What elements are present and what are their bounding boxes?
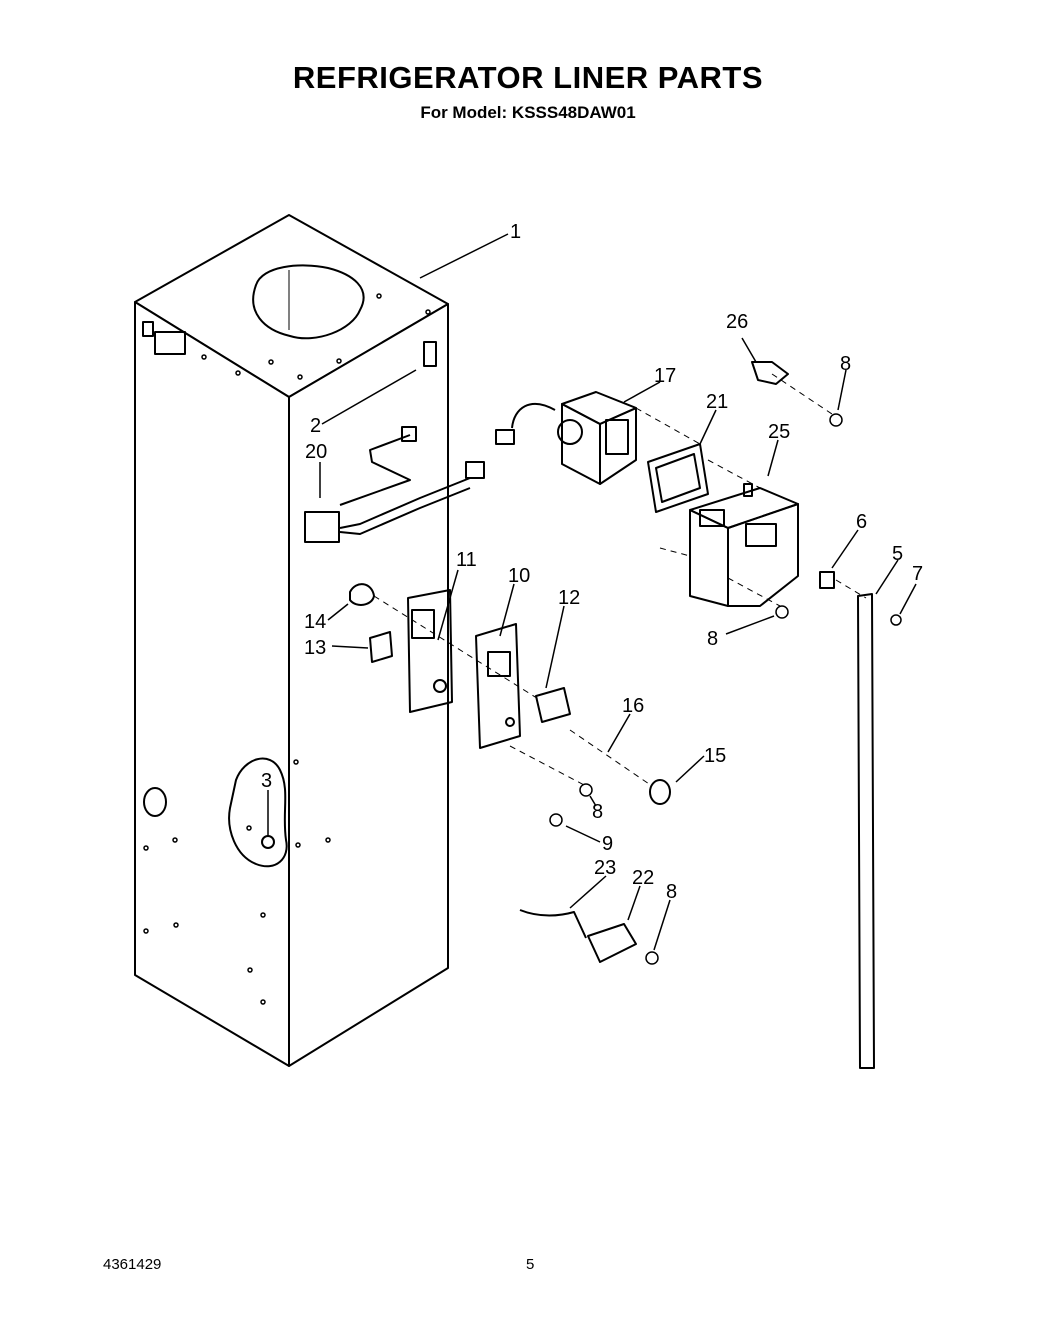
callout-3: 3 bbox=[261, 770, 272, 792]
callout-23: 23 bbox=[594, 857, 616, 879]
callout-9: 9 bbox=[602, 833, 613, 855]
model-subtitle: For Model: KSSS48DAW01 bbox=[420, 103, 636, 122]
part-5 bbox=[857, 593, 875, 1069]
callout-21: 21 bbox=[706, 391, 728, 413]
callout-1: 1 bbox=[510, 221, 521, 243]
part-13 bbox=[369, 631, 393, 663]
part-22 bbox=[587, 923, 637, 963]
callout-14: 14 bbox=[304, 611, 326, 633]
page-number: 5 bbox=[526, 1256, 535, 1273]
callout-20: 20 bbox=[305, 441, 327, 463]
callout-15: 15 bbox=[704, 745, 726, 767]
part-23 bbox=[519, 909, 587, 939]
callout-7: 7 bbox=[912, 563, 923, 585]
callout-12: 12 bbox=[558, 587, 580, 609]
callout-8-mid: 8 bbox=[707, 628, 718, 650]
callout-11: 11 bbox=[456, 549, 477, 571]
callout-17: 17 bbox=[654, 365, 676, 387]
part-6 bbox=[819, 571, 835, 589]
part-26 bbox=[751, 361, 789, 385]
part-21 bbox=[647, 443, 709, 513]
callout-8-low: 8 bbox=[592, 801, 603, 823]
part-11 bbox=[407, 589, 453, 713]
callout-5: 5 bbox=[892, 543, 903, 565]
leader-arrows bbox=[267, 233, 917, 951]
callout-13: 13 bbox=[304, 637, 326, 659]
callout-22: 22 bbox=[632, 867, 654, 889]
part-12 bbox=[535, 687, 571, 723]
callout-25: 25 bbox=[768, 421, 790, 443]
wire-harness bbox=[304, 426, 485, 543]
part-15 bbox=[649, 779, 671, 805]
page-title: REFRIGERATOR LINER PARTS bbox=[292, 60, 764, 95]
callout-10: 10 bbox=[508, 565, 530, 587]
callout-26: 26 bbox=[726, 311, 748, 333]
callout-2: 2 bbox=[310, 415, 321, 437]
callout-6: 6 bbox=[856, 511, 867, 533]
document-number: 4361429 bbox=[103, 1256, 162, 1273]
part-10 bbox=[475, 623, 521, 749]
refrigerator-liner bbox=[134, 214, 449, 1067]
callout-8-bottom: 8 bbox=[666, 881, 677, 903]
callout-16: 16 bbox=[622, 695, 644, 717]
part-17 bbox=[495, 391, 637, 485]
callout-8-top: 8 bbox=[840, 353, 851, 375]
part-25 bbox=[689, 483, 799, 607]
